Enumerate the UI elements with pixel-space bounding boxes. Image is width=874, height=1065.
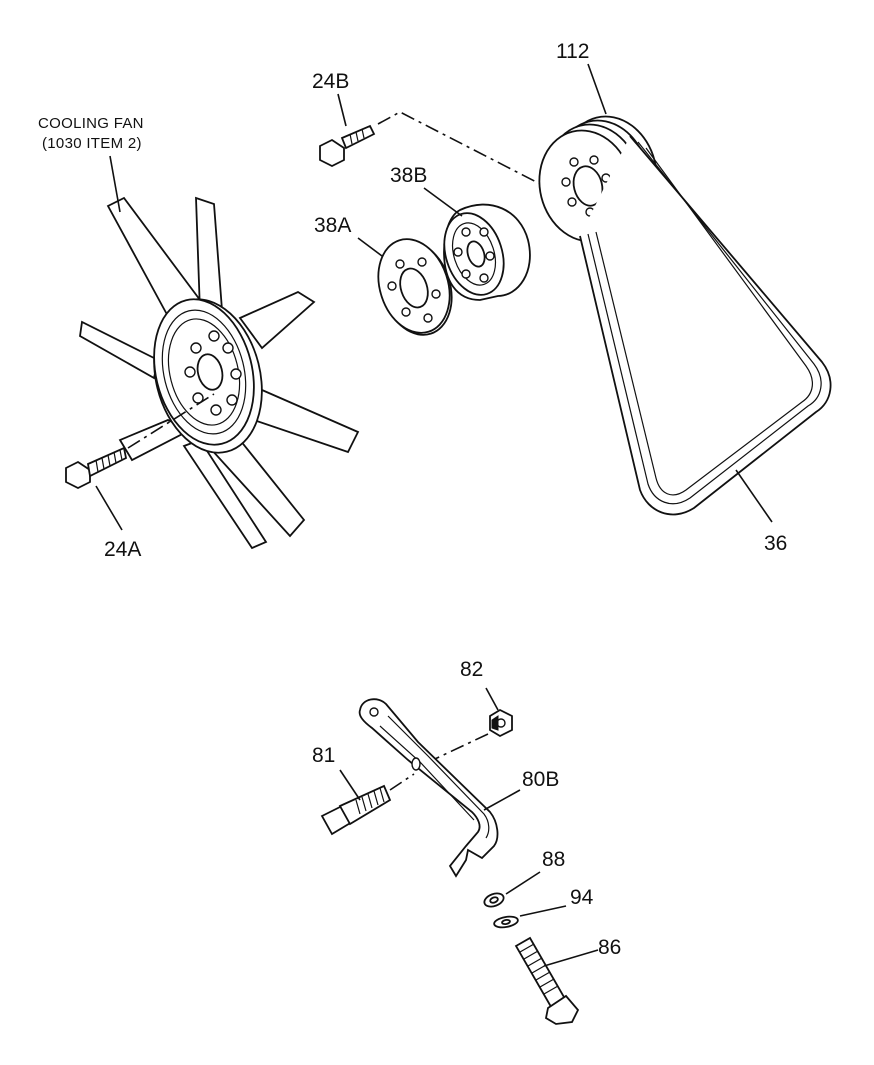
label-38b: 38B (390, 164, 427, 187)
washer-88 (483, 892, 505, 908)
washer-94 (493, 915, 519, 929)
bolt-24a (65, 446, 128, 490)
label-94: 94 (570, 886, 594, 909)
bolt-24b (319, 124, 376, 168)
bolt-81 (320, 784, 392, 836)
bracket-80b (358, 698, 499, 878)
label-cooling-fan: COOLING FAN (38, 115, 144, 132)
nut-82 (489, 708, 513, 738)
label-24b: 24B (312, 70, 349, 93)
label-24a: 24A (104, 538, 141, 561)
cooling-fan (79, 196, 360, 550)
label-82: 82 (460, 658, 483, 681)
spacer-38a (377, 238, 453, 336)
spacer-38b (443, 203, 531, 301)
belt-36 (579, 135, 832, 516)
bolt-86 (514, 936, 580, 1025)
label-88: 88 (542, 848, 565, 871)
label-112: 112 (556, 40, 589, 63)
label-86: 86 (598, 936, 621, 959)
label-38a: 38A (314, 214, 351, 237)
label-cooling-fan-ref: (1030 ITEM 2) (42, 135, 142, 152)
label-81: 81 (312, 744, 335, 767)
label-36: 36 (764, 532, 787, 555)
label-80b: 80B (522, 768, 559, 791)
